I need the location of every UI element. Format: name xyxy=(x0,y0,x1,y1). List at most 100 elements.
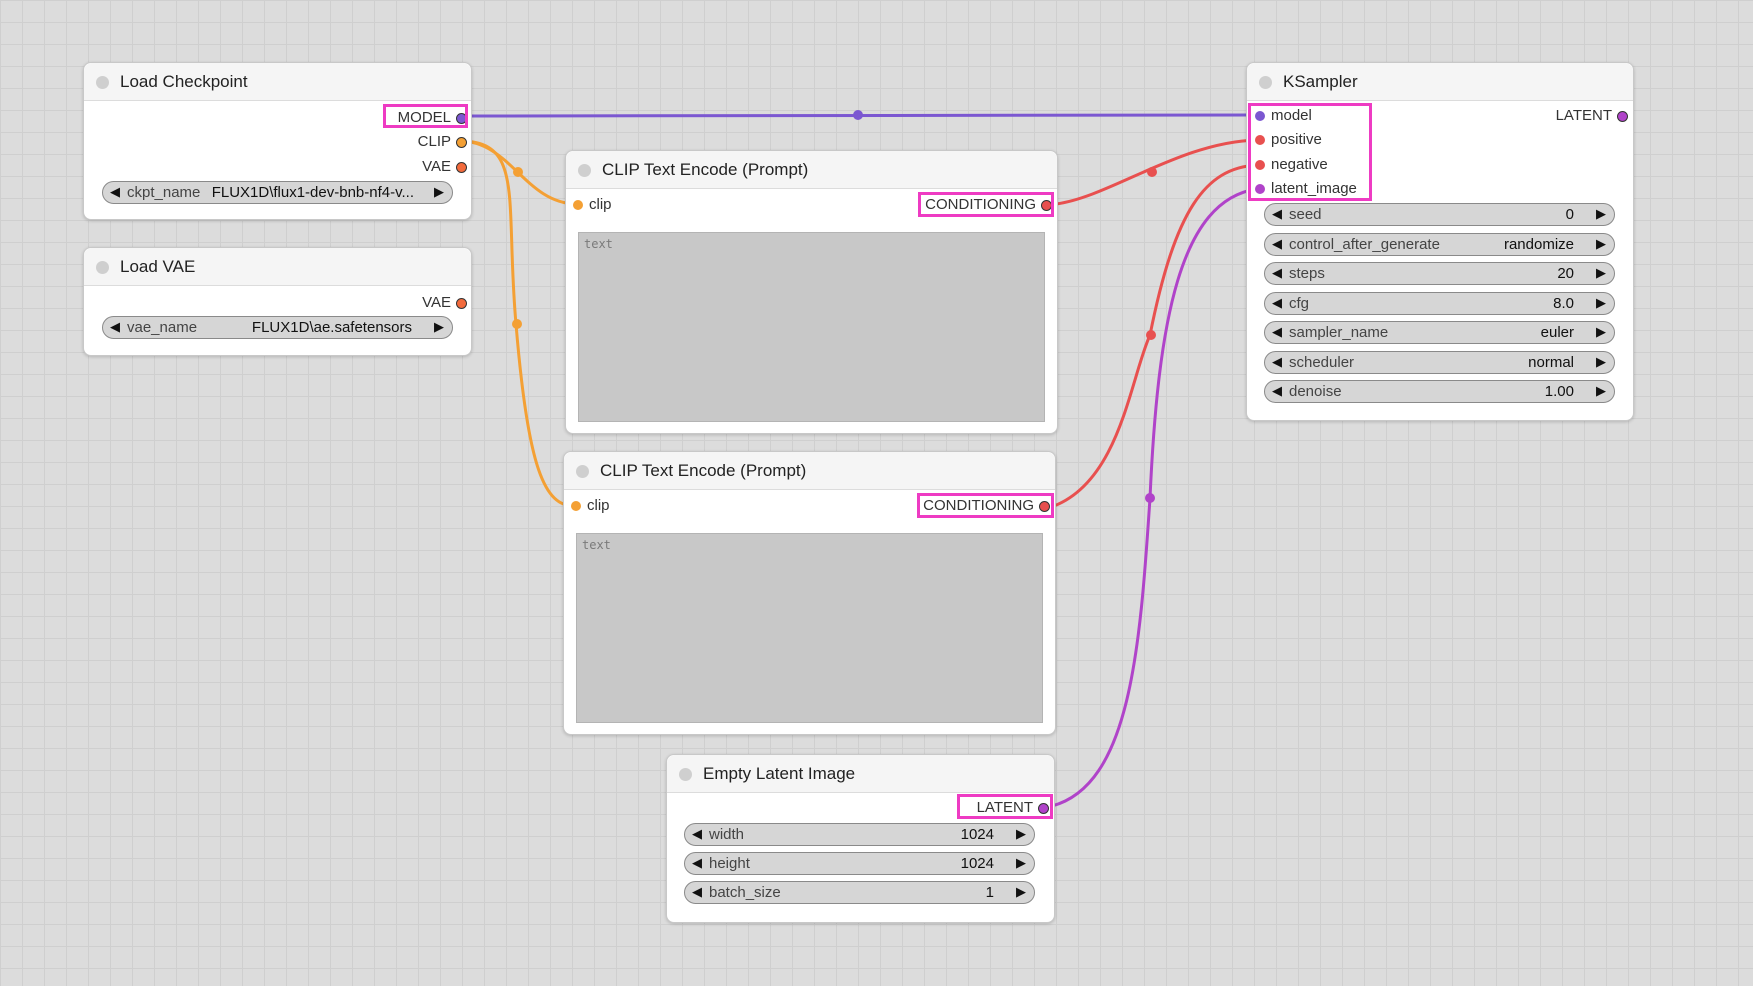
arrow-left-icon[interactable]: ◀ xyxy=(1272,295,1282,310)
widget-sampler-name[interactable]: ◀ sampler_name euler ▶ xyxy=(1264,321,1615,344)
node-empty-latent-image[interactable]: Empty Latent Image LATENT ◀ width 1024 ▶… xyxy=(666,754,1055,923)
widget-value: 1024 xyxy=(960,826,994,843)
arrow-left-icon[interactable]: ◀ xyxy=(692,826,702,841)
slot-dot-icon[interactable] xyxy=(456,162,467,173)
arrow-right-icon[interactable]: ▶ xyxy=(1596,324,1606,339)
node-header[interactable]: KSampler xyxy=(1247,63,1633,101)
widget-seed[interactable]: ◀ seed 0 ▶ xyxy=(1264,203,1615,226)
arrow-right-icon[interactable]: ▶ xyxy=(434,319,444,334)
node-header[interactable]: CLIP Text Encode (Prompt) xyxy=(566,151,1057,189)
output-slot-conditioning[interactable]: CONDITIONING xyxy=(872,195,1052,215)
widget-height[interactable]: ◀ height 1024 ▶ xyxy=(684,852,1035,875)
arrow-left-icon[interactable]: ◀ xyxy=(692,884,702,899)
arrow-right-icon[interactable]: ▶ xyxy=(1016,826,1026,841)
link-latent xyxy=(1051,187,1258,808)
output-slot-model[interactable]: MODEL xyxy=(317,108,467,128)
arrow-left-icon[interactable]: ◀ xyxy=(110,184,120,199)
slot-dot-icon[interactable] xyxy=(1041,200,1052,211)
collapse-dot-icon[interactable] xyxy=(576,465,589,478)
slot-label: VAE xyxy=(422,294,451,311)
slot-dot-icon[interactable] xyxy=(1255,135,1265,145)
output-slot-latent[interactable]: LATENT xyxy=(1508,106,1628,126)
node-title: CLIP Text Encode (Prompt) xyxy=(600,461,807,480)
slot-dot-icon[interactable] xyxy=(1255,160,1265,170)
output-slot-clip[interactable]: CLIP xyxy=(317,132,467,152)
widget-name: ckpt_name xyxy=(127,184,201,201)
widget-cfg[interactable]: ◀ cfg 8.0 ▶ xyxy=(1264,292,1615,315)
arrow-left-icon[interactable]: ◀ xyxy=(1272,354,1282,369)
slot-dot-icon[interactable] xyxy=(1038,803,1049,814)
input-slot-negative[interactable]: negative xyxy=(1255,155,1415,175)
arrow-left-icon[interactable]: ◀ xyxy=(1272,383,1282,398)
input-slot-model[interactable]: model xyxy=(1255,106,1415,126)
widget-batch-size[interactable]: ◀ batch_size 1 ▶ xyxy=(684,881,1035,904)
slot-dot-icon[interactable] xyxy=(1617,111,1628,122)
slot-dot-icon[interactable] xyxy=(1255,111,1265,121)
output-slot-latent[interactable]: LATENT xyxy=(929,798,1049,818)
slot-dot-icon[interactable] xyxy=(456,298,467,309)
arrow-right-icon[interactable]: ▶ xyxy=(1596,295,1606,310)
input-slot-latent-image[interactable]: latent_image xyxy=(1255,179,1415,199)
node-header[interactable]: Load Checkpoint xyxy=(84,63,471,101)
widget-width[interactable]: ◀ width 1024 ▶ xyxy=(684,823,1035,846)
slot-dot-icon[interactable] xyxy=(1039,501,1050,512)
arrow-left-icon[interactable]: ◀ xyxy=(1272,265,1282,280)
arrow-right-icon[interactable]: ▶ xyxy=(1596,354,1606,369)
output-slot-conditioning[interactable]: CONDITIONING xyxy=(870,496,1050,516)
collapse-dot-icon[interactable] xyxy=(96,261,109,274)
input-slot-positive[interactable]: positive xyxy=(1255,130,1415,150)
link-model-midpoint xyxy=(853,110,863,120)
node-clip-text-encode-negative[interactable]: CLIP Text Encode (Prompt) clip CONDITION… xyxy=(563,451,1056,735)
arrow-left-icon[interactable]: ◀ xyxy=(1272,236,1282,251)
prompt-text-area[interactable]: text xyxy=(578,232,1045,422)
widget-denoise[interactable]: ◀ denoise 1.00 ▶ xyxy=(1264,380,1615,403)
link-clip-1-midpoint xyxy=(513,167,523,177)
link-latent-midpoint xyxy=(1145,493,1155,503)
node-header[interactable]: Load VAE xyxy=(84,248,471,286)
arrow-right-icon[interactable]: ▶ xyxy=(434,184,444,199)
arrow-right-icon[interactable]: ▶ xyxy=(1016,884,1026,899)
node-ksampler[interactable]: KSampler model positive negative latent_… xyxy=(1246,62,1634,421)
slot-dot-icon[interactable] xyxy=(456,113,467,124)
arrow-right-icon[interactable]: ▶ xyxy=(1596,236,1606,251)
arrow-right-icon[interactable]: ▶ xyxy=(1016,855,1026,870)
input-slot-clip[interactable]: clip xyxy=(573,195,673,215)
node-load-checkpoint[interactable]: Load Checkpoint MODEL CLIP VAE ◀ ckpt_na… xyxy=(83,62,472,220)
link-positive-midpoint xyxy=(1147,167,1157,177)
slot-dot-icon[interactable] xyxy=(573,200,583,210)
slot-label: clip xyxy=(589,196,612,213)
collapse-dot-icon[interactable] xyxy=(96,76,109,89)
widget-ckpt-name[interactable]: ◀ ckpt_name FLUX1D\flux1-dev-bnb-nf4-v..… xyxy=(102,181,453,204)
collapse-dot-icon[interactable] xyxy=(679,768,692,781)
input-slot-clip[interactable]: clip xyxy=(571,496,671,516)
arrow-left-icon[interactable]: ◀ xyxy=(692,855,702,870)
arrow-left-icon[interactable]: ◀ xyxy=(110,319,120,334)
slot-dot-icon[interactable] xyxy=(571,501,581,511)
widget-scheduler[interactable]: ◀ scheduler normal ▶ xyxy=(1264,351,1615,374)
slot-label: CONDITIONING xyxy=(923,497,1034,514)
output-slot-vae[interactable]: VAE xyxy=(317,293,467,313)
arrow-right-icon[interactable]: ▶ xyxy=(1596,383,1606,398)
arrow-right-icon[interactable]: ▶ xyxy=(1596,206,1606,221)
node-header[interactable]: Empty Latent Image xyxy=(667,755,1054,793)
widget-vae-name[interactable]: ◀ vae_name FLUX1D\ae.safetensors ▶ xyxy=(102,316,453,339)
widget-value: FLUX1D\flux1-dev-bnb-nf4-v... xyxy=(211,184,414,201)
node-header[interactable]: CLIP Text Encode (Prompt) xyxy=(564,452,1055,490)
arrow-left-icon[interactable]: ◀ xyxy=(1272,206,1282,221)
node-title: Empty Latent Image xyxy=(703,764,856,783)
slot-dot-icon[interactable] xyxy=(1255,184,1265,194)
node-clip-text-encode-positive[interactable]: CLIP Text Encode (Prompt) clip CONDITION… xyxy=(565,150,1058,434)
collapse-dot-icon[interactable] xyxy=(578,164,591,177)
slot-dot-icon[interactable] xyxy=(456,137,467,148)
link-clip-2-midpoint xyxy=(512,319,522,329)
arrow-right-icon[interactable]: ▶ xyxy=(1596,265,1606,280)
widget-value: 1 xyxy=(985,884,994,901)
widget-steps[interactable]: ◀ steps 20 ▶ xyxy=(1264,262,1615,285)
prompt-text-area[interactable]: text xyxy=(576,533,1043,723)
arrow-left-icon[interactable]: ◀ xyxy=(1272,324,1282,339)
output-slot-vae[interactable]: VAE xyxy=(317,157,467,177)
collapse-dot-icon[interactable] xyxy=(1259,76,1272,89)
widget-control-after-generate[interactable]: ◀ control_after_generate randomize ▶ xyxy=(1264,233,1615,256)
widget-value: 1.00 xyxy=(1544,383,1574,400)
node-load-vae[interactable]: Load VAE VAE ◀ vae_name FLUX1D\ae.safete… xyxy=(83,247,472,356)
